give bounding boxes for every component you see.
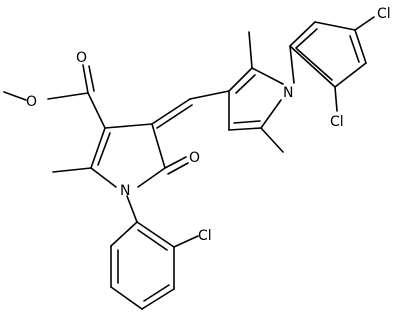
bond (260, 99, 282, 129)
bond (164, 156, 187, 169)
bond (235, 74, 256, 94)
bond (189, 90, 230, 100)
bond (151, 98, 191, 125)
bond (87, 92, 106, 129)
bond (47, 92, 89, 100)
bond (151, 123, 166, 169)
bond (289, 45, 295, 84)
atom-label-cl: Cl (330, 114, 344, 130)
bond (156, 104, 193, 129)
bond (251, 67, 284, 85)
bond (314, 21, 356, 31)
bond (295, 28, 318, 49)
bond (82, 64, 89, 94)
atom-label-cl: Cl (377, 6, 391, 22)
bond (173, 235, 199, 248)
atom-label-n: N (283, 85, 293, 101)
atom-label-cl: Cl (198, 228, 212, 244)
bond (137, 229, 168, 251)
bond (296, 48, 333, 81)
bond (90, 167, 117, 188)
bond (289, 21, 316, 47)
atom-label-n: N (120, 183, 130, 199)
bond (233, 120, 261, 124)
bond (110, 221, 138, 247)
bond (354, 29, 367, 64)
bond (334, 62, 367, 88)
bond (143, 284, 170, 302)
bond (104, 123, 153, 129)
bond (228, 67, 253, 92)
bond (260, 127, 284, 153)
bond (97, 132, 111, 166)
bond (126, 195, 138, 223)
bond (167, 162, 189, 175)
bond (354, 16, 375, 31)
bond (141, 288, 175, 310)
bond (110, 286, 143, 310)
bond (88, 65, 95, 92)
atom-label-o: O (189, 150, 200, 166)
bond (289, 45, 336, 88)
bond (349, 35, 360, 63)
atom-label-o: O (26, 94, 37, 110)
atom-label-o: O (76, 50, 87, 66)
atom-labels: O O N O N Cl Cl Cl (26, 6, 391, 244)
bond (52, 167, 92, 173)
bond (137, 167, 166, 188)
bond (248, 31, 253, 69)
bond (228, 127, 262, 131)
bond (90, 127, 106, 169)
bond (136, 221, 175, 248)
bond (334, 86, 338, 112)
bond (3, 91, 27, 101)
bond-lines (3, 16, 375, 310)
